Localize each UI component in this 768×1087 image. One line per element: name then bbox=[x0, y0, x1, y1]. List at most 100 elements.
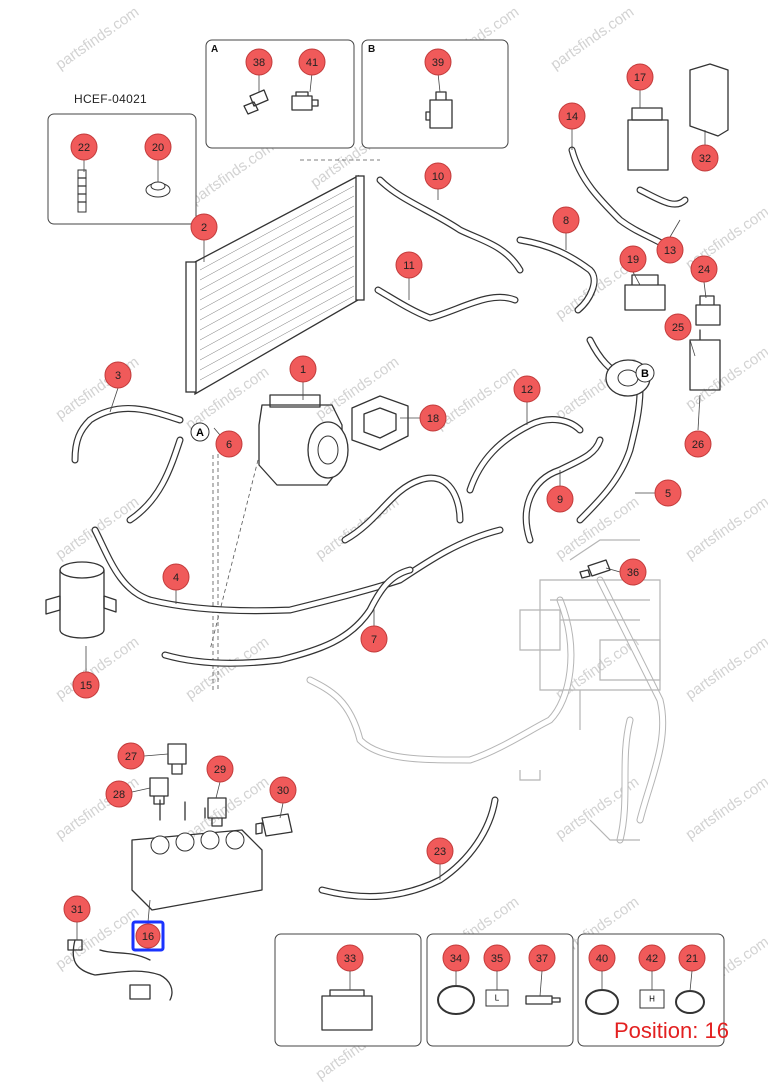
watermark: partsfinds.com bbox=[313, 353, 403, 423]
svg-text:36: 36 bbox=[627, 567, 639, 579]
sensor-29-part[interactable] bbox=[207, 797, 227, 827]
sensor-41-part[interactable] bbox=[291, 91, 319, 111]
svg-text:15: 15 bbox=[80, 680, 92, 692]
callout-42[interactable]: 42 bbox=[638, 944, 666, 972]
callout-30[interactable]: 30 bbox=[269, 776, 297, 804]
watermark: partsfinds.com bbox=[53, 633, 143, 703]
switch-39-part[interactable] bbox=[425, 91, 453, 129]
reference-lines bbox=[209, 159, 380, 690]
ghost-engine-assembly bbox=[306, 539, 667, 844]
compressor-part[interactable] bbox=[258, 394, 349, 486]
svg-text:31: 31 bbox=[71, 904, 83, 916]
callout-26[interactable]: 26 bbox=[684, 430, 712, 458]
callout-33[interactable]: 33 bbox=[336, 944, 364, 972]
callout-7[interactable]: 7 bbox=[360, 625, 388, 653]
svg-text:25: 25 bbox=[672, 322, 684, 334]
sensor-30-part[interactable] bbox=[255, 813, 293, 837]
watermark: partsfinds.com bbox=[683, 343, 768, 413]
svg-text:11: 11 bbox=[403, 260, 414, 272]
watermark: partsfinds.com bbox=[548, 3, 638, 73]
callout-3[interactable]: 3 bbox=[104, 361, 132, 389]
bracket-25-part[interactable] bbox=[689, 329, 721, 391]
valve-core-37-part[interactable] bbox=[525, 995, 561, 1005]
callout-40[interactable]: 40 bbox=[588, 944, 616, 972]
bracket-18-part[interactable] bbox=[351, 395, 409, 451]
callout-4[interactable]: 4 bbox=[162, 563, 190, 591]
watermark: partsfinds.com bbox=[188, 138, 278, 208]
sensor-28-part[interactable] bbox=[149, 777, 169, 805]
svg-text:13: 13 bbox=[664, 245, 676, 257]
svg-text:20: 20 bbox=[152, 142, 164, 154]
callout-39[interactable]: 39 bbox=[424, 48, 452, 76]
box-b-label: B bbox=[368, 44, 375, 55]
callout-31[interactable]: 31 bbox=[63, 895, 91, 923]
sensor-36-part[interactable] bbox=[579, 559, 611, 579]
relay-33-part[interactable] bbox=[321, 989, 373, 1031]
callout-24[interactable]: 24 bbox=[690, 255, 718, 283]
leader-lines-bottom bbox=[349, 970, 693, 997]
callout-20[interactable]: 20 bbox=[144, 133, 172, 161]
valve-17-part[interactable] bbox=[627, 107, 669, 171]
callout-15[interactable]: 15 bbox=[72, 671, 100, 699]
callout-27[interactable]: 27 bbox=[117, 742, 145, 770]
sensor-27-part[interactable] bbox=[167, 743, 187, 775]
svg-text:33: 33 bbox=[344, 953, 356, 965]
callout-9[interactable]: 9 bbox=[546, 485, 574, 513]
bracket-32-part[interactable] bbox=[689, 63, 729, 137]
callout-35[interactable]: 35 bbox=[483, 944, 511, 972]
svg-text:A: A bbox=[196, 427, 204, 439]
svg-text:18: 18 bbox=[427, 413, 439, 425]
callout-1[interactable]: 1 bbox=[289, 355, 317, 383]
callout-34[interactable]: 34 bbox=[442, 944, 470, 972]
cap-35-part[interactable]: L bbox=[485, 989, 509, 1007]
stud-part[interactable] bbox=[77, 169, 87, 213]
svg-text:29: 29 bbox=[214, 764, 226, 776]
callout-32[interactable]: 32 bbox=[691, 144, 719, 172]
receiver-drier-part[interactable] bbox=[45, 561, 117, 639]
callout-8[interactable]: 8 bbox=[552, 206, 580, 234]
watermark: partsfinds.com bbox=[433, 363, 523, 433]
condenser-part[interactable] bbox=[185, 174, 365, 396]
callout-16[interactable]: 16 bbox=[135, 923, 161, 949]
sensor-24-part[interactable] bbox=[695, 295, 721, 326]
callout-13[interactable]: 13 bbox=[656, 236, 684, 264]
callout-37[interactable]: 37 bbox=[528, 944, 556, 972]
callout-6[interactable]: 6 bbox=[215, 430, 243, 458]
callout-25[interactable]: 25 bbox=[664, 313, 692, 341]
svg-text:34: 34 bbox=[450, 953, 462, 965]
svg-text:5: 5 bbox=[665, 488, 671, 500]
svg-text:32: 32 bbox=[699, 153, 711, 165]
callout-21[interactable]: 21 bbox=[678, 944, 706, 972]
svg-text:12: 12 bbox=[521, 384, 533, 396]
watermark: partsfinds.com bbox=[53, 773, 143, 843]
watermark: partsfinds.com bbox=[53, 3, 143, 73]
callout-17[interactable]: 17 bbox=[626, 63, 654, 91]
callout-10[interactable]: 10 bbox=[424, 162, 452, 190]
callout-12[interactable]: 12 bbox=[513, 375, 541, 403]
box-b: B bbox=[361, 39, 509, 149]
callout-2[interactable]: 2 bbox=[190, 213, 218, 241]
callout-22[interactable]: 22 bbox=[70, 133, 98, 161]
callout-23[interactable]: 23 bbox=[426, 837, 454, 865]
callout-41[interactable]: 41 bbox=[298, 48, 326, 76]
watermark: partsfinds.com bbox=[553, 773, 643, 843]
svg-text:H: H bbox=[649, 995, 655, 1004]
callout-18[interactable]: 18 bbox=[419, 404, 447, 432]
svg-text:28: 28 bbox=[113, 789, 125, 801]
callout-28[interactable]: 28 bbox=[105, 780, 133, 808]
callout-38[interactable]: 38 bbox=[245, 48, 273, 76]
svg-text:10: 10 bbox=[432, 171, 444, 183]
solenoid-manifold-part[interactable] bbox=[131, 799, 263, 911]
callout-29[interactable]: 29 bbox=[206, 755, 234, 783]
callout-19[interactable]: 19 bbox=[619, 245, 647, 273]
nut-part[interactable] bbox=[145, 181, 171, 198]
svg-text:B: B bbox=[641, 368, 649, 380]
callout-36[interactable]: 36 bbox=[619, 558, 647, 586]
callout-14[interactable]: 14 bbox=[558, 102, 586, 130]
callout-5[interactable]: 5 bbox=[654, 479, 682, 507]
cap-42-part[interactable]: H bbox=[639, 989, 665, 1009]
callout-11[interactable]: 11 bbox=[395, 251, 423, 279]
svg-text:26: 26 bbox=[692, 439, 704, 451]
valve-19-part[interactable] bbox=[624, 274, 666, 311]
